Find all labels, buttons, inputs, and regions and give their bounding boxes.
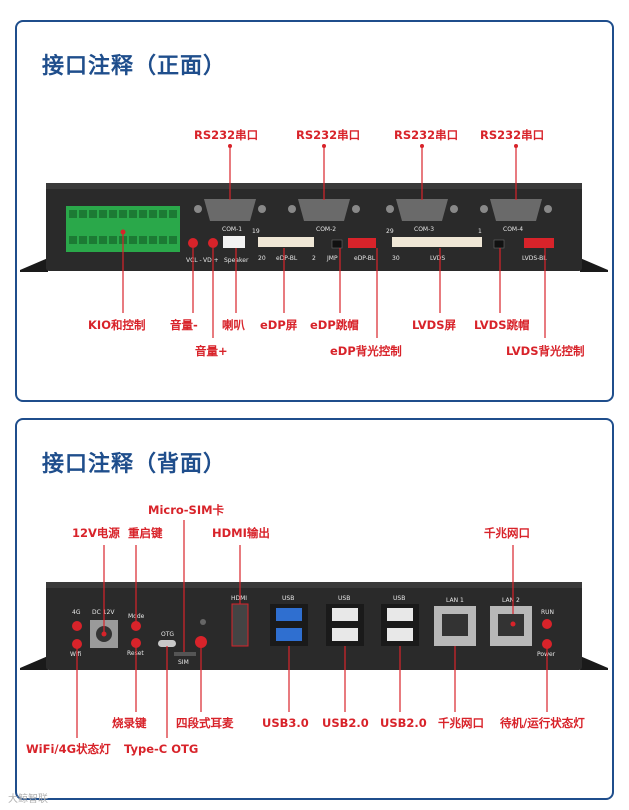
led-run bbox=[542, 619, 552, 629]
edp-backlight-connector bbox=[348, 238, 376, 248]
label-lvds-jumper: LVDS跳帽 bbox=[474, 318, 529, 332]
silk-4g: 4G bbox=[72, 609, 81, 616]
typec-port bbox=[158, 640, 176, 647]
sim-slot bbox=[174, 652, 196, 656]
lvds-jumper bbox=[493, 239, 505, 249]
silk-wifi: Wifi bbox=[70, 651, 81, 658]
silk-lvds-bl: LVDS-BL bbox=[522, 255, 547, 262]
silk-vd: VD + bbox=[203, 257, 219, 264]
label-reset-key: 重启键 bbox=[128, 526, 163, 540]
reset-button[interactable] bbox=[131, 638, 141, 648]
silk-com1: COM-1 bbox=[222, 226, 242, 233]
led-power bbox=[542, 639, 552, 649]
edp-connector bbox=[258, 237, 314, 247]
label-status-led: 待机/运行状态灯 bbox=[500, 716, 585, 730]
label-lvds-screen: LVDS屏 bbox=[412, 318, 456, 332]
front-bracket-right bbox=[580, 258, 608, 272]
silk-com3: COM-3 bbox=[414, 226, 434, 233]
back-chassis bbox=[46, 582, 582, 670]
silk-usb1: USB bbox=[282, 595, 294, 602]
label-speaker: 喇叭 bbox=[222, 318, 245, 332]
silk-pin20: 20 bbox=[258, 255, 266, 262]
silk-lan1: LAN 1 bbox=[446, 597, 464, 604]
back-bracket-right bbox=[580, 656, 608, 670]
label-rs232-1: RS232串口 bbox=[194, 128, 258, 142]
front-title: 接口注释（正面） bbox=[42, 54, 227, 79]
back-title: 接口注释（背面） bbox=[42, 452, 227, 477]
silk-power: Power bbox=[537, 651, 556, 658]
label-12v-power: 12V电源 bbox=[72, 526, 120, 540]
silk-usb3: USB bbox=[393, 595, 405, 602]
label-gigabit-lan: 千兆网口 bbox=[484, 526, 530, 540]
label-edp-jumper: eDP跳帽 bbox=[310, 318, 359, 332]
silk-hdmi: HDMI bbox=[231, 595, 247, 602]
silk-jmp: JMP bbox=[326, 255, 338, 262]
silk-vcl: VCL - bbox=[186, 257, 202, 264]
com2-port bbox=[288, 199, 360, 221]
silk-edp-bl: eDP-BL bbox=[276, 255, 298, 262]
led-wifi bbox=[72, 639, 82, 649]
com3-port bbox=[386, 199, 458, 221]
com4-port bbox=[480, 199, 552, 221]
label-vol-plus: 音量+ bbox=[195, 344, 228, 358]
silk-otg: OTG bbox=[161, 631, 174, 638]
label-hdmi: HDMI输出 bbox=[212, 526, 270, 540]
hdmi-port bbox=[231, 603, 249, 647]
silk-pin2: 2 bbox=[312, 255, 316, 262]
label-typec: Type-C OTG bbox=[124, 742, 198, 756]
label-usb20-a: USB2.0 bbox=[322, 716, 369, 730]
label-rs232-2: RS232串口 bbox=[296, 128, 360, 142]
label-edp-screen: eDP屏 bbox=[260, 318, 298, 332]
silk-pin19: 19 bbox=[252, 228, 260, 235]
label-flash-key: 烧录键 bbox=[112, 716, 147, 730]
label-wifi-led: WiFi/4G状态灯 bbox=[26, 742, 111, 756]
headset-jack bbox=[195, 636, 207, 648]
silk-sim: SIM bbox=[178, 659, 189, 666]
front-bracket-left bbox=[20, 258, 48, 272]
silk-usb2: USB bbox=[338, 595, 350, 602]
label-usb20-b: USB2.0 bbox=[380, 716, 427, 730]
label-lan-b: 千兆网口 bbox=[438, 716, 484, 730]
silk-pin29: 29 bbox=[386, 228, 394, 235]
volume-plus-button bbox=[208, 238, 218, 248]
volume-minus-button bbox=[188, 238, 198, 248]
led-4g bbox=[72, 621, 82, 631]
label-headset: 四段式耳麦 bbox=[176, 716, 234, 730]
speaker-connector bbox=[223, 236, 245, 248]
silk-pin1: 1 bbox=[478, 228, 482, 235]
label-micro-sim: Micro-SIM卡 bbox=[148, 503, 225, 517]
silk-lan2: LAN 2 bbox=[502, 597, 520, 604]
silk-run: RUN bbox=[541, 609, 554, 616]
silk-com2: COM-2 bbox=[316, 226, 336, 233]
edp-jumper bbox=[331, 239, 343, 249]
label-vol-minus: 音量- bbox=[170, 318, 198, 332]
silk-pin30: 30 bbox=[392, 255, 400, 262]
label-rs232-3: RS232串口 bbox=[394, 128, 458, 142]
lvds-backlight-connector bbox=[524, 238, 554, 248]
label-rs232-4: RS232串口 bbox=[480, 128, 544, 142]
mode-button[interactable] bbox=[131, 621, 141, 631]
label-edp-backlight: eDP背光控制 bbox=[330, 344, 402, 358]
silk-com4: COM-4 bbox=[503, 226, 523, 233]
label-usb30: USB3.0 bbox=[262, 716, 309, 730]
com1-port bbox=[194, 199, 266, 221]
label-kio: KIO和控制 bbox=[88, 318, 145, 332]
silk-lvds: LVDS bbox=[430, 255, 445, 262]
back-bracket-left bbox=[20, 656, 48, 670]
silk-edp-bl2: eDP-BL bbox=[354, 255, 376, 262]
lvds-connector bbox=[392, 237, 482, 247]
watermark: 大鲸智联 bbox=[8, 794, 48, 805]
label-lvds-backlight: LVDS背光控制 bbox=[506, 344, 584, 358]
